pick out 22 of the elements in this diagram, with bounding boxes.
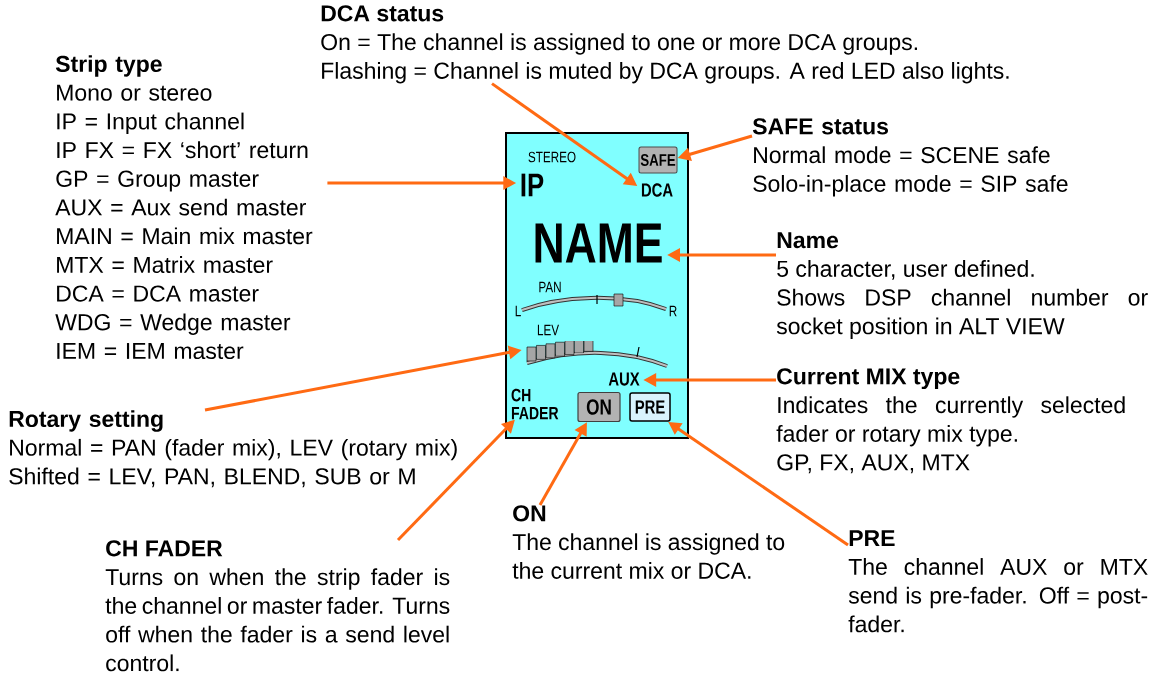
callout-text: Strip type Mono or stereo IP = Input channel IP FX = FX ‘short’ return GP = Group master AUX = Aux send master MAIN = Main mix master MTX = Matrix master DCA = DCA master WDG = Wedge master IEM = IEM master xyxy=(55,55,313,360)
display-text: IP xyxy=(521,173,544,197)
callout-text: Current MIX type Indicates the currently selected fader or rotary mix type. GP, FX, AUX, MTX xyxy=(776,368,1125,474)
level-meter xyxy=(526,341,668,368)
display-text: STEREO xyxy=(528,151,576,163)
display-text: R xyxy=(669,305,677,317)
callout-text: ON The channel is assigned to the current mix or DCA. xyxy=(512,505,785,579)
display-text: L xyxy=(515,305,521,317)
display-text: DCA xyxy=(641,183,673,197)
pre-indicator: PRE xyxy=(629,392,671,422)
safe-indicator: SAFE xyxy=(638,146,678,174)
on-indicator: ON xyxy=(577,391,621,423)
callout-text: CH FADER Turns on when the strip fader is the channel or master fader. Turns off when the fader is a send level control. xyxy=(105,540,450,672)
callout-text: SAFE status Normal mode = SCENE safe Solo-in-place mode = SIP safe xyxy=(752,118,1068,197)
display-text: PAN xyxy=(539,281,561,293)
callout-text: PRE The channel AUX or MTX send is pre-fader. Off = post-fader. xyxy=(848,530,1148,633)
display-text: CH FADER xyxy=(511,388,559,420)
callout-text: DCA status On = The channel is assigned to one or more DCA groups. Flashing = Channel is muted by DCA groups. A red LED also lights. xyxy=(321,5,1009,84)
callout-text: Name 5 character, user defined. Shows DSP channel number or socket position in ALT VIEW xyxy=(776,232,1148,339)
display-text: AUX xyxy=(608,372,640,386)
callout-text: Rotary setting Normal = PAN (fader mix), LEV (rotary mix) Shifted = LEV, PAN, BLEND, SUB or M xyxy=(9,410,457,488)
name-text: NAME xyxy=(535,223,662,263)
